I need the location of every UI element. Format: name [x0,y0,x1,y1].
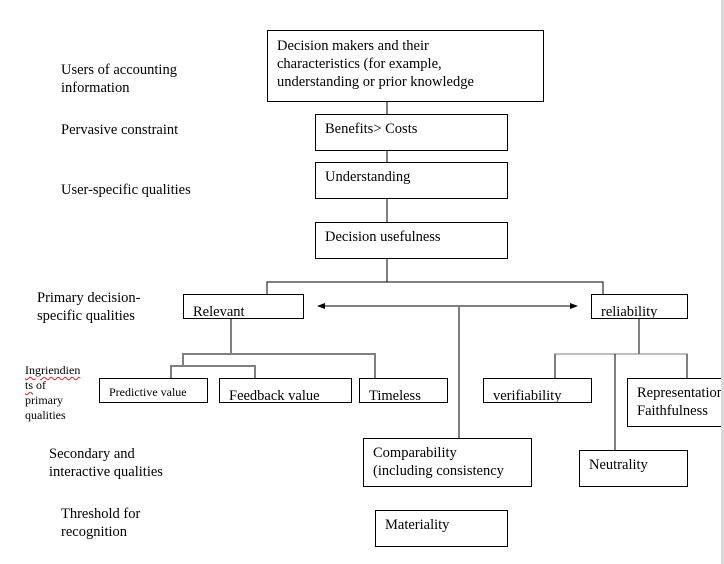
node-relevant: Relevant [183,294,304,319]
level-label-users-line-1: Users of accounting [61,62,177,78]
node-understanding-text: Understanding [325,169,411,185]
page-edge [721,0,724,564]
node-decision-makers-line-1: Decision makers and their [277,38,429,54]
node-decision-usefulness-text: Decision usefulness [325,229,441,245]
level-label-user-specific: User-specific qualities [61,181,191,199]
node-decision-makers: Decision makers and their characteristic… [267,30,544,102]
level-label-secondary-line-2: interactive qualities [49,464,163,480]
node-representational-faithfulness: Representational Faithfulness [627,378,724,427]
level-label-ingredients-line-1: Ingriendien [25,363,81,377]
node-materiality: Materiality [375,510,508,547]
node-decision-usefulness: Decision usefulness [315,222,508,259]
node-materiality-text: Materiality [385,517,450,533]
level-label-ingredients: Ingriendien ts of primary qualities [25,363,80,423]
node-neutrality-text: Neutrality [589,457,648,473]
level-label-secondary: Secondary and interactive qualities [49,445,163,481]
node-timeless: Timeless [359,378,448,403]
node-relevant-text: Relevant [193,304,245,319]
node-predictive-value-text: Predictive value [109,385,187,399]
level-label-threshold: Threshold for recognition [61,505,140,541]
connector-relevant-bus [182,353,376,378]
level-label-primary: Primary decision- specific qualities [37,289,141,325]
level-label-constraint-line-1: Pervasive constraint [61,122,179,138]
level-label-users-line-2: information [61,80,130,96]
node-comparability-line-2: (including consistency [373,463,504,479]
node-benefits-costs-text: Benefits> Costs [325,121,418,137]
level-label-ingredients-line-2-of: of [33,378,47,392]
node-predictive-value: Predictive value [99,378,208,403]
node-benefits-costs: Benefits> Costs [315,114,508,151]
node-representational-faithfulness-line-1: Representational [637,385,724,401]
node-comparability-line-1: Comparability [373,445,457,461]
level-label-constraint: Pervasive constraint [61,121,178,139]
level-label-primary-line-1: Primary decision- [37,290,141,306]
level-label-user-specific-line-1: User-specific qualities [61,182,191,198]
node-reliability-text: reliability [601,304,658,319]
node-understanding: Understanding [315,162,508,199]
node-decision-makers-line-2: characteristics (for example, [277,56,442,72]
node-comparability: Comparability (including consistency [363,438,532,487]
connector-relevant-subbus [170,365,256,378]
level-label-primary-line-2: specific qualities [37,308,135,324]
node-feedback-value: Feedback value [219,378,352,403]
connector-primary-bus [266,281,604,294]
node-decision-makers-line-3: understanding or prior knowledge [277,74,474,90]
level-label-ingredients-line-4: qualities [25,408,66,422]
level-label-threshold-line-2: recognition [61,524,128,540]
level-label-threshold-line-1: Threshold for [61,506,141,522]
level-label-ingredients-line-3: primary [25,393,63,407]
level-label-ingredients-line-2-ts: ts [25,378,34,392]
node-neutrality: Neutrality [579,450,688,487]
node-timeless-text: Timeless [369,388,421,403]
node-verifiability: verifiability [483,378,592,403]
level-label-secondary-line-1: Secondary and [49,446,135,462]
node-feedback-value-text: Feedback value [229,388,320,403]
level-label-users: Users of accounting information [61,61,177,97]
node-reliability: reliability [591,294,688,319]
connector-reliability-bus [554,353,688,378]
node-verifiability-text: verifiability [493,388,562,403]
node-representational-faithfulness-line-2: Faithfulness [637,403,708,419]
